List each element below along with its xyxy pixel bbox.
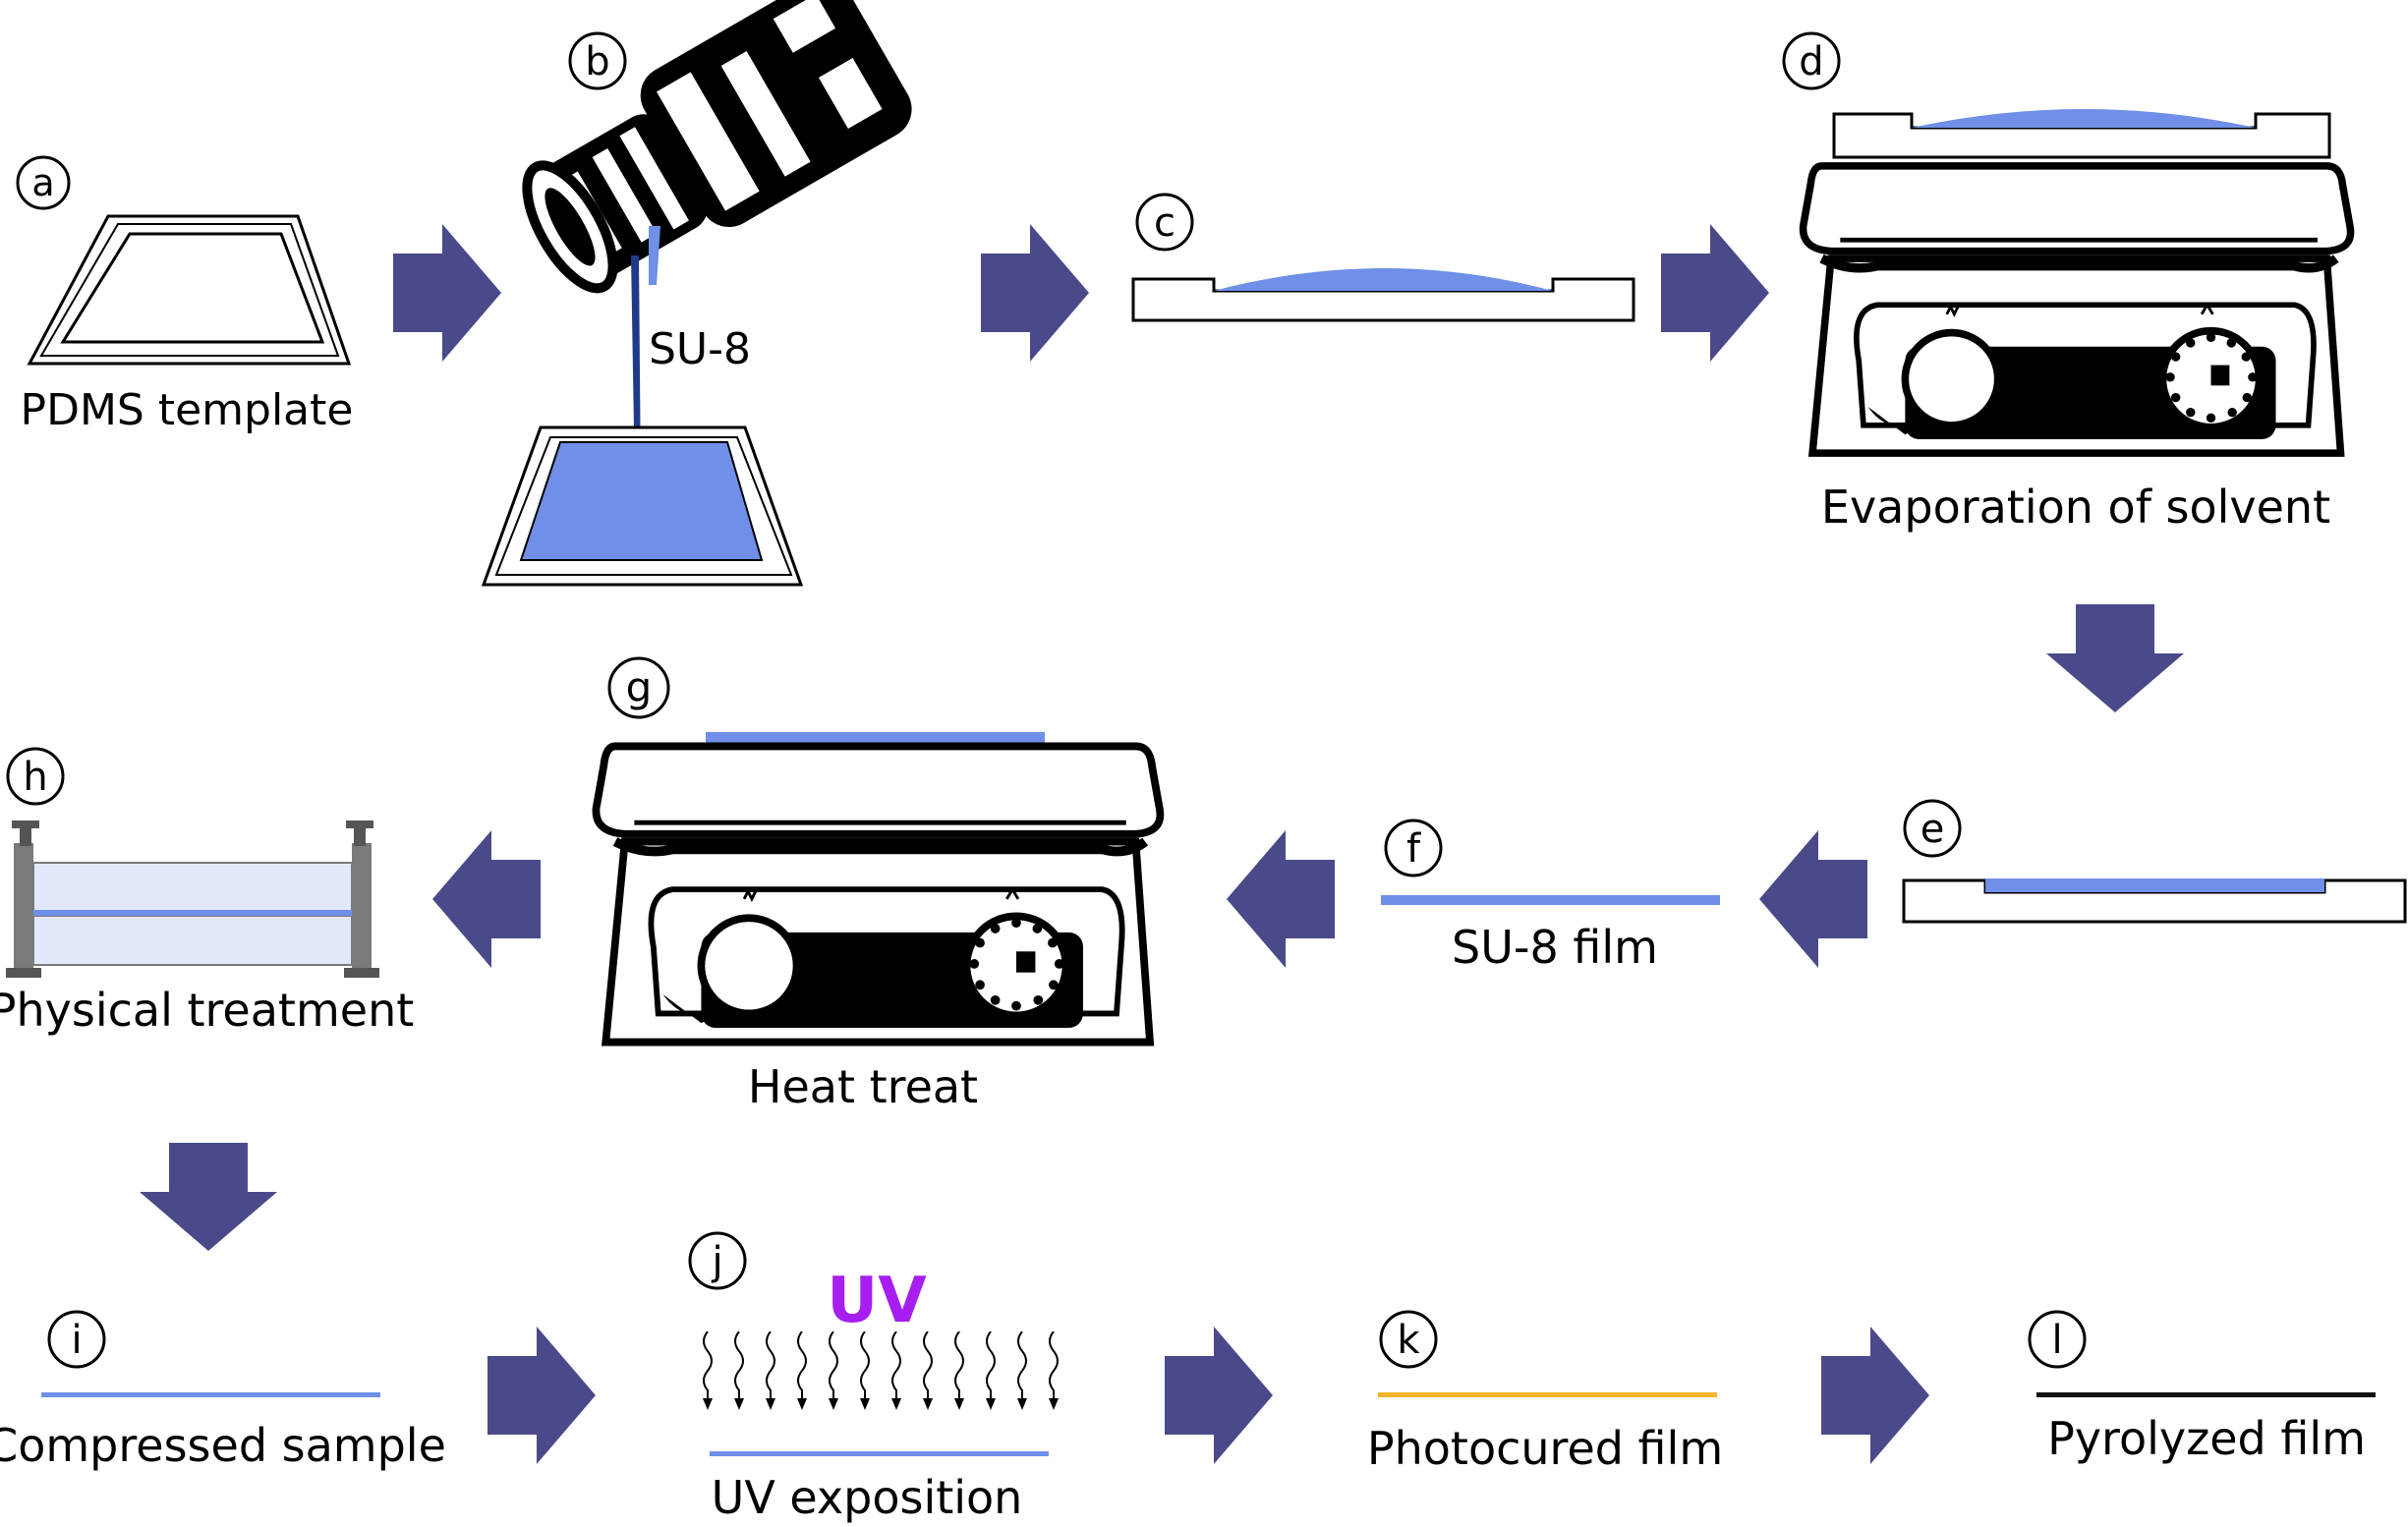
step-j-letter-circle: j (688, 1231, 747, 1290)
svg-text:j: j (711, 1239, 722, 1284)
step-g-letter-circle: g (607, 656, 670, 719)
step-d: d Evaporation of solvent (1782, 31, 2351, 534)
flow-arrow-icon (1661, 224, 1769, 362)
svg-text:i: i (71, 1318, 82, 1363)
film-on-plate (706, 732, 1045, 746)
pyrolyzed-film-line (2036, 1392, 2376, 1397)
compressed-film-line (41, 1392, 380, 1397)
step-g: g Heat treat (596, 656, 1160, 1113)
step-a: a PDMS template (16, 155, 354, 435)
step-c: c (1131, 193, 1635, 322)
caption-heat-treat: Heat treat (748, 1060, 978, 1113)
bottle-icon (522, 0, 912, 294)
step-h-letter-circle: h (6, 747, 65, 806)
step-j: j UV UV exposition (688, 1231, 1060, 1524)
caption-uv-exposition: UV exposition (712, 1471, 1023, 1524)
flow-arrow-icon (981, 224, 1089, 362)
step-i-letter-circle: i (47, 1310, 106, 1369)
step-k: k Photocured film (1367, 1310, 1723, 1475)
svg-text:l: l (2051, 1318, 2062, 1363)
flow-arrow-icon (2046, 604, 2184, 712)
caption-compressed-sample: Compressed sample (0, 1419, 446, 1472)
step-d-letter-circle: d (1782, 31, 1841, 90)
su8-film-line (1381, 895, 1720, 905)
caption-su8-film: SU-8 film (1452, 921, 1658, 974)
svg-text:k: k (1397, 1318, 1420, 1363)
flow-arrow-icon (1821, 1327, 1929, 1464)
caption-pyrolyzed-film: Pyrolyzed film (2047, 1412, 2366, 1465)
hot-plate-icon (596, 746, 1160, 1042)
pdms-template-icon (27, 214, 352, 366)
caption-physical-treatment: Physical treatment (0, 984, 414, 1037)
flow-arrow-icon (140, 1143, 277, 1251)
step-f-letter-circle: f (1384, 819, 1443, 877)
svg-text:f: f (1406, 826, 1421, 872)
step-h: h Physical treatment (0, 747, 414, 1037)
flow-arrow-icon (432, 830, 541, 968)
hot-plate-icon (1804, 166, 2351, 453)
step-i: i Compressed sample (0, 1310, 446, 1472)
caption-pdms-template: PDMS template (21, 385, 354, 435)
caption-su8: SU-8 (649, 324, 751, 374)
flow-arrow-icon (393, 224, 501, 362)
svg-text:e: e (1921, 807, 1945, 852)
step-k-letter-circle: k (1379, 1310, 1438, 1369)
uv-film-line (710, 1451, 1049, 1456)
flow-arrow-icon (1165, 1327, 1273, 1464)
svg-text:d: d (1799, 39, 1823, 85)
step-c-letter-circle: c (1135, 193, 1194, 252)
uv-label: UV (827, 1265, 927, 1337)
step-a-letter-circle: a (16, 155, 71, 210)
step-e-letter-circle: e (1903, 799, 1962, 858)
svg-text:b: b (585, 39, 609, 85)
step-l-letter-circle: l (2028, 1310, 2087, 1369)
step-e: e (1902, 799, 2407, 924)
svg-text:c: c (1154, 200, 1175, 246)
template-on-plate (1832, 109, 2331, 159)
press-icon (6, 820, 379, 978)
step-b-letter-circle: b (568, 31, 627, 90)
svg-text:a: a (31, 161, 54, 204)
flow-arrow-icon (1759, 830, 1867, 968)
step-f: f SU-8 film (1381, 819, 1720, 974)
svg-text:g: g (626, 663, 653, 711)
step-l: l Pyrolyzed film (2028, 1310, 2376, 1465)
cross-section-template (1131, 268, 1635, 322)
flow-arrow-icon (1227, 830, 1335, 968)
uv-rays-icon (702, 1331, 1060, 1410)
step-b: b SU-8 (481, 0, 912, 587)
caption-evaporation: Evaporation of solvent (1821, 481, 2330, 534)
svg-text:h: h (23, 755, 47, 800)
photocured-film-line (1378, 1392, 1717, 1397)
filled-template-icon (481, 425, 804, 587)
flow-arrow-icon (487, 1327, 596, 1464)
cross-section-dried (1902, 878, 2407, 924)
caption-photocured-film: Photocured film (1367, 1422, 1723, 1475)
